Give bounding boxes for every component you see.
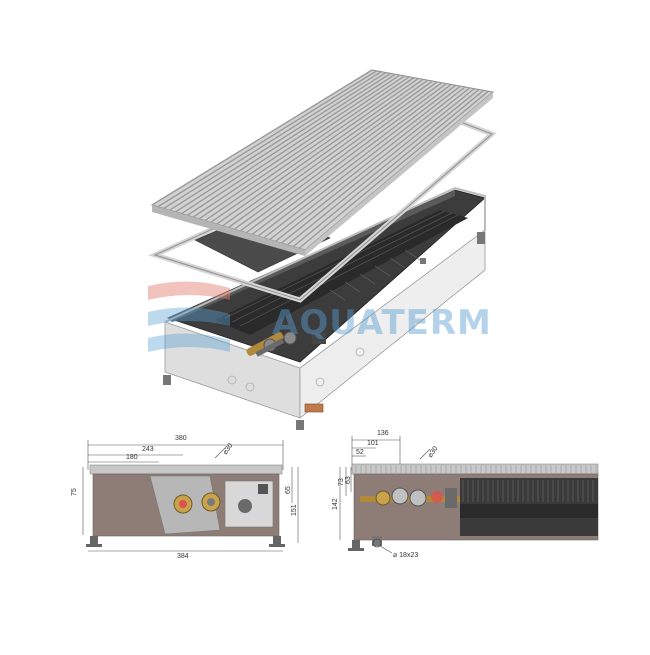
dim-101: 101 xyxy=(367,440,379,447)
grille-slat xyxy=(233,81,438,230)
cross-section-left: 380 243 180 ⌀30 75 65 151 384 xyxy=(71,435,299,560)
dim-384: 384 xyxy=(177,553,189,560)
dim-380: 380 xyxy=(175,435,187,442)
grille-slat xyxy=(192,75,405,218)
brand-watermark: AQUATERM xyxy=(148,281,492,352)
dim-75: 75 xyxy=(71,488,78,496)
brand-logo-mark xyxy=(148,281,230,352)
dim-243: 243 xyxy=(142,446,154,453)
grille-slat xyxy=(257,84,457,237)
grille-slat xyxy=(186,74,401,216)
grille-slat xyxy=(204,77,415,222)
grille-slat xyxy=(157,70,378,208)
levelling-feet xyxy=(163,232,485,430)
dim-63: 63 xyxy=(345,476,352,484)
grille-slat xyxy=(169,71,387,211)
dim-d30-right: ⌀30 xyxy=(427,445,440,459)
grille-slat xyxy=(151,69,373,206)
pipe-connector xyxy=(304,403,324,413)
dim-151: 151 xyxy=(291,504,298,516)
grille-slat xyxy=(216,78,424,225)
watermark-text: AQUATERM xyxy=(272,303,492,343)
dim-180: 180 xyxy=(126,454,138,461)
grille-slat xyxy=(210,77,419,223)
grille-slat xyxy=(163,71,382,210)
dim-d30: ⌀30 xyxy=(222,442,235,456)
grille-slat xyxy=(181,73,396,215)
grille-slat xyxy=(298,90,489,249)
dim-65: 65 xyxy=(285,486,292,494)
valve-assembly xyxy=(246,331,326,357)
grille-slat xyxy=(198,76,410,220)
grille-slat xyxy=(263,85,461,239)
grille-slat xyxy=(275,87,471,242)
dim-142: 142 xyxy=(332,498,339,510)
grille-slat xyxy=(251,83,452,235)
dim-18x23: ⌀ 18x23 xyxy=(393,552,418,559)
grille-slat xyxy=(281,88,475,244)
convector-3d-illustration xyxy=(147,69,497,430)
linear-grille xyxy=(150,69,495,256)
grille-slat xyxy=(245,82,447,234)
grille-slat xyxy=(222,79,429,227)
grille-slat xyxy=(228,80,433,229)
grille-slat xyxy=(175,72,391,213)
dim-73: 73 xyxy=(338,478,345,486)
dim-136: 136 xyxy=(377,430,389,437)
grille-slat xyxy=(269,86,466,241)
grille-slat xyxy=(239,82,443,232)
cross-section-right: 136 101 52 ⌀30 73 63 142 ⌀ 18x23 xyxy=(332,430,599,559)
dim-52: 52 xyxy=(356,449,364,456)
grille-slat xyxy=(292,89,485,248)
grille-slat xyxy=(286,88,480,246)
